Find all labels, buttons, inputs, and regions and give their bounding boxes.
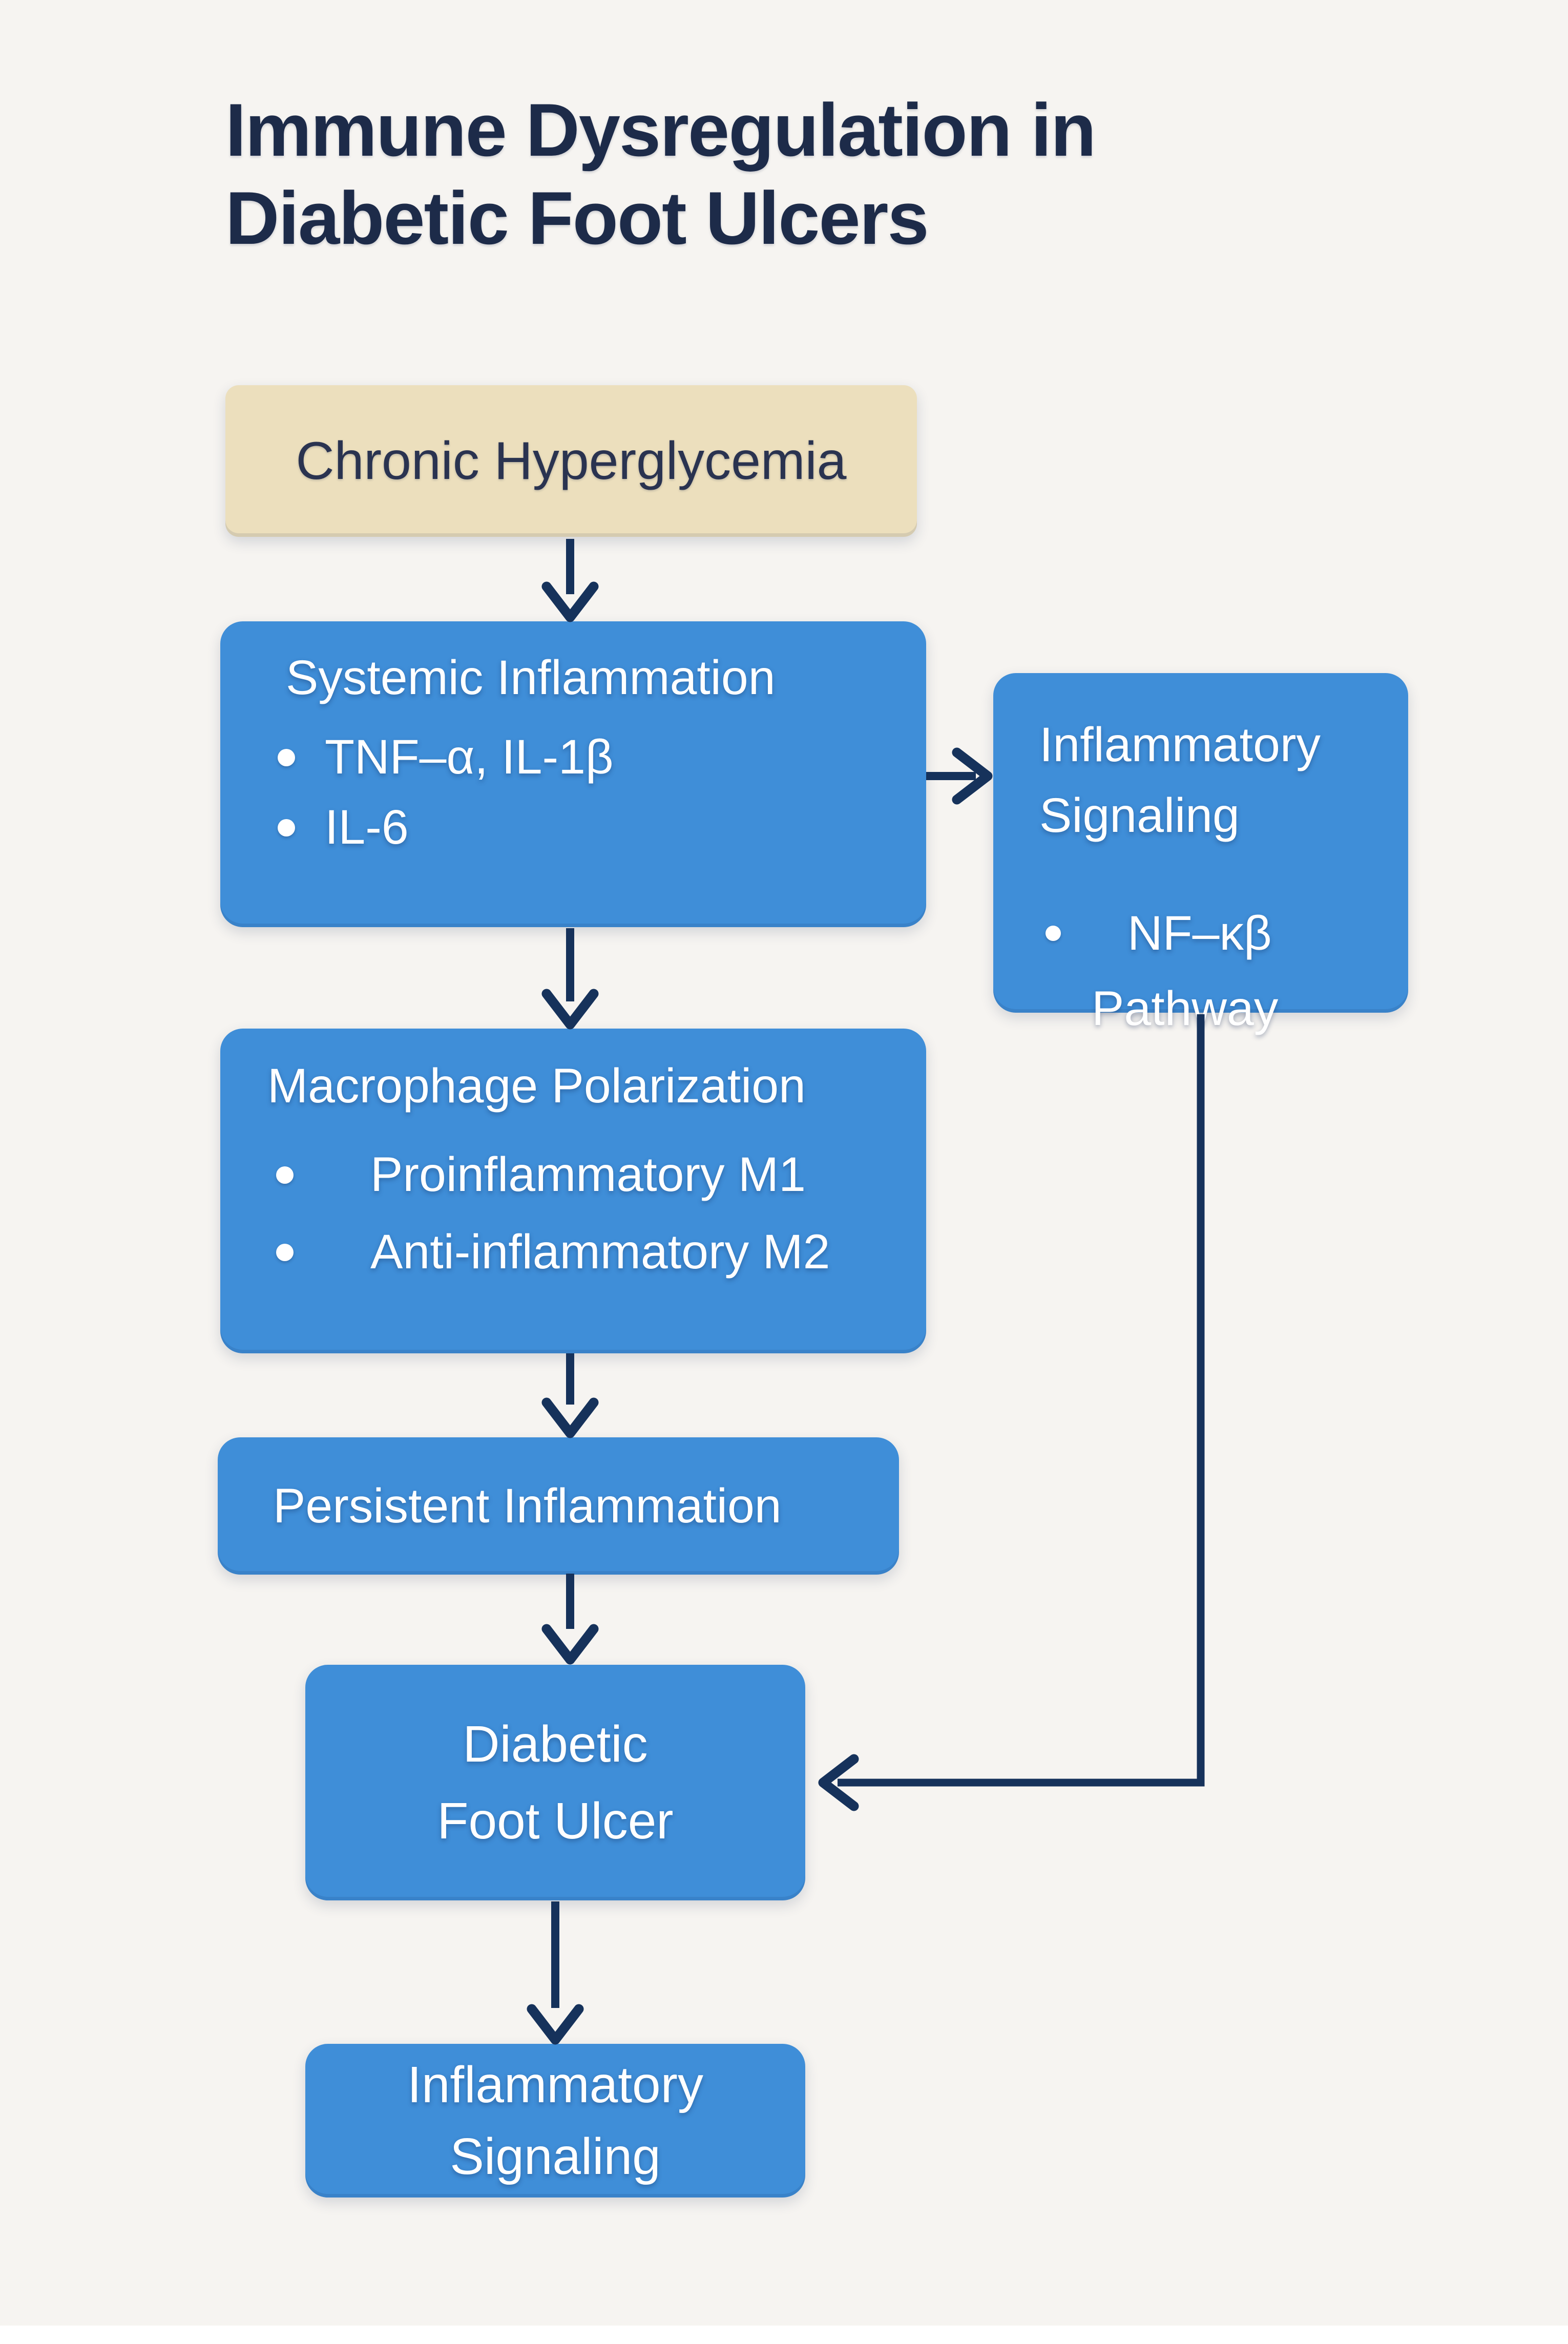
arrow-systemic-to-signaling-right bbox=[926, 747, 993, 805]
bullet-item: IL-6 bbox=[278, 800, 926, 855]
bullet-dot bbox=[276, 1243, 294, 1261]
node-inflammatory-signaling-right: Inflammatory Signaling NF–κβ Pathway bbox=[993, 673, 1408, 1036]
node-inflammatory-signaling-bottom: Inflammatory Signaling bbox=[305, 2044, 805, 2197]
node-persistent-inflammation: Persistent Inflammation bbox=[218, 1437, 899, 1575]
node-diabetic-foot-ulcer-line2: Foot Ulcer bbox=[437, 1792, 674, 1850]
bullet-dot bbox=[278, 748, 295, 766]
arrow-dfu-to-signaling-bottom bbox=[527, 1901, 584, 2045]
node-inflammatory-signaling-right-title-line1: Inflammatory bbox=[1039, 718, 1321, 772]
bullet-item: NF–κβ bbox=[1046, 898, 1408, 969]
node-macrophage-polarization: Macrophage Polarization Proinflammatory … bbox=[220, 1029, 926, 1353]
node-chronic-hyperglycemia-label: Chronic Hyperglycemia bbox=[296, 431, 847, 491]
footer-strip bbox=[0, 2326, 1568, 2344]
node-chronic-hyperglycemia: Chronic Hyperglycemia bbox=[225, 385, 917, 537]
bullet-item: TNF–α, IL-1β bbox=[278, 729, 926, 785]
page-title-line1: Immune Dysregulation in bbox=[225, 88, 1096, 172]
node-diabetic-foot-ulcer: Diabetic Foot Ulcer bbox=[305, 1665, 805, 1900]
arrow-persistent-to-dfu bbox=[541, 1574, 599, 1665]
bullet-item: Anti-inflammatory M2 bbox=[276, 1224, 926, 1280]
bullet-label: Proinflammatory M1 bbox=[370, 1147, 806, 1202]
bullet-label: TNF–α, IL-1β bbox=[325, 730, 614, 784]
bullet-dot bbox=[1046, 926, 1061, 941]
node-inflammatory-signaling-bottom-line1: Inflammatory bbox=[407, 2056, 703, 2113]
bullet-label: Anti-inflammatory M2 bbox=[370, 1225, 830, 1279]
node-macrophage-polarization-title: Macrophage Polarization bbox=[267, 1059, 806, 1113]
bullet-dot bbox=[276, 1166, 294, 1184]
bullet-label-line2: Pathway bbox=[1092, 981, 1279, 1036]
arrow-chronic-to-systemic bbox=[541, 539, 599, 622]
bullet-label: IL-6 bbox=[325, 800, 409, 854]
arrow-systemic-to-macrophage bbox=[541, 928, 599, 1030]
node-systemic-inflammation-title: Systemic Inflammation bbox=[286, 651, 776, 705]
page-title-line2: Diabetic Foot Ulcers bbox=[225, 176, 929, 260]
arrow-macrophage-to-persistent bbox=[541, 1353, 599, 1438]
node-inflammatory-signaling-bottom-line2: Signaling bbox=[450, 2128, 661, 2185]
bullet-item: Proinflammatory M1 bbox=[276, 1147, 926, 1203]
node-persistent-inflammation-label: Persistent Inflammation bbox=[273, 1478, 782, 1533]
bullet-label: NF–κβ bbox=[1127, 906, 1272, 960]
node-diabetic-foot-ulcer-line1: Diabetic bbox=[463, 1715, 648, 1773]
node-inflammatory-signaling-right-title-line2: Signaling bbox=[1039, 788, 1240, 843]
node-systemic-inflammation: Systemic Inflammation TNF–α, IL-1β IL-6 bbox=[220, 621, 926, 927]
bullet-dot bbox=[278, 819, 295, 836]
